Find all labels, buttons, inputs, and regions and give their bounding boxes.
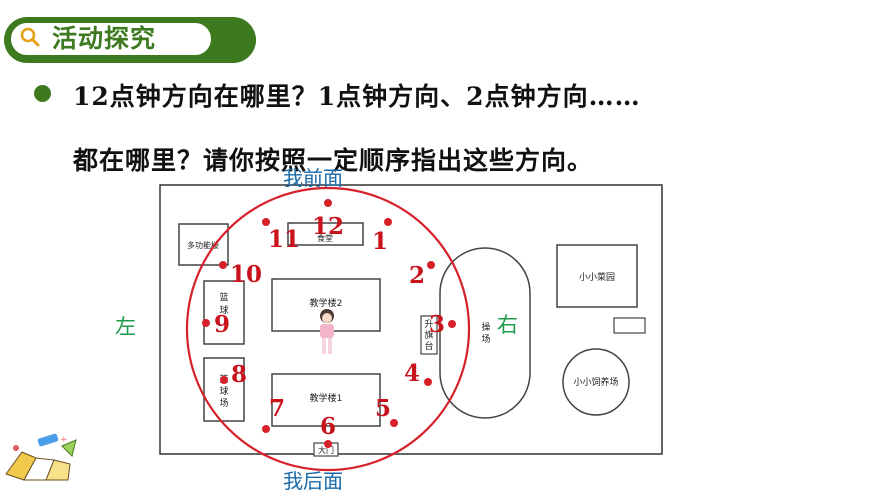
canteen bbox=[287, 222, 364, 246]
basketball-court-1-label-b: 球 bbox=[219, 304, 228, 316]
animal-farm-label: 小小饲养场 bbox=[573, 376, 618, 388]
right-label: 右 bbox=[497, 313, 518, 337]
dot-6 bbox=[324, 440, 332, 448]
svg-text:旗: 旗 bbox=[424, 329, 433, 341]
animal-farm bbox=[562, 348, 630, 416]
clock-number-1: 1 bbox=[372, 228, 388, 255]
clock-number-11: 11 bbox=[268, 226, 300, 253]
clock-number-8: 8 bbox=[231, 361, 247, 388]
clock-number-7: 7 bbox=[269, 395, 285, 422]
clock-number-10: 10 bbox=[230, 261, 262, 288]
dot-10 bbox=[219, 261, 227, 269]
dot-8 bbox=[220, 376, 228, 384]
clock-direction-circle bbox=[185, 186, 471, 472]
clock-number-12: 12 bbox=[312, 213, 344, 240]
search-icon bbox=[20, 27, 40, 47]
left-label: 左 bbox=[115, 315, 136, 339]
front-label: 我前面 bbox=[283, 166, 343, 190]
dot-5 bbox=[390, 419, 398, 427]
basketball-court-2 bbox=[203, 357, 245, 422]
clock-number-2: 2 bbox=[409, 262, 425, 289]
flag-platform bbox=[420, 315, 438, 355]
garden bbox=[556, 244, 638, 308]
clock-number-5: 5 bbox=[375, 395, 391, 422]
teaching-building-1 bbox=[271, 373, 381, 427]
dot-7 bbox=[262, 425, 270, 433]
basketball-court-1 bbox=[203, 280, 245, 345]
clock-number-4: 4 bbox=[404, 360, 420, 387]
playground bbox=[439, 247, 531, 419]
main-gate-label: 大门 bbox=[318, 445, 334, 455]
dot-4 bbox=[424, 378, 432, 386]
svg-text:操: 操 bbox=[481, 321, 490, 333]
svg-text:场: 场 bbox=[219, 398, 228, 409]
svg-text:场: 场 bbox=[481, 334, 490, 345]
dot-12 bbox=[324, 199, 332, 207]
basketball-court-1-label-a: 篮 bbox=[219, 291, 228, 303]
dot-11 bbox=[262, 218, 270, 226]
canteen-label: 食堂 bbox=[317, 233, 333, 243]
teaching-building-2-label: 教学楼2 bbox=[310, 297, 343, 309]
dot-1 bbox=[384, 218, 392, 226]
header-inner bbox=[9, 21, 213, 57]
question-line-1: 12点钟方向在哪里？1点钟方向、2点钟方向…… bbox=[73, 82, 641, 111]
garden-label: 小小菜园 bbox=[579, 271, 615, 283]
dot-9 bbox=[202, 319, 210, 327]
dot-2 bbox=[427, 261, 435, 269]
bullet-dot bbox=[34, 85, 51, 102]
svg-text:升: 升 bbox=[424, 319, 433, 330]
teaching-building-1-label: 教学楼1 bbox=[310, 392, 343, 404]
dot-3 bbox=[448, 320, 456, 328]
clock-dots bbox=[202, 199, 456, 448]
clock-number-3: 3 bbox=[429, 311, 445, 338]
multipurpose-building-label: 多功能楼 bbox=[187, 240, 219, 250]
svg-text:球: 球 bbox=[219, 385, 228, 397]
clock-number-9: 9 bbox=[214, 311, 230, 338]
question-line-2: 都在哪里？请你按照一定顺序指出这些方向。 bbox=[73, 146, 594, 175]
clock-number-6: 6 bbox=[320, 413, 336, 440]
svg-text:台: 台 bbox=[424, 340, 433, 352]
girl-figure-icon bbox=[320, 309, 334, 354]
small-shed bbox=[613, 317, 646, 334]
books-stationery-icon: ÷ bbox=[5, 433, 77, 481]
section-title: 活动探究 bbox=[52, 24, 157, 53]
back-label: 我后面 bbox=[283, 469, 343, 493]
svg-text:÷: ÷ bbox=[60, 435, 68, 445]
